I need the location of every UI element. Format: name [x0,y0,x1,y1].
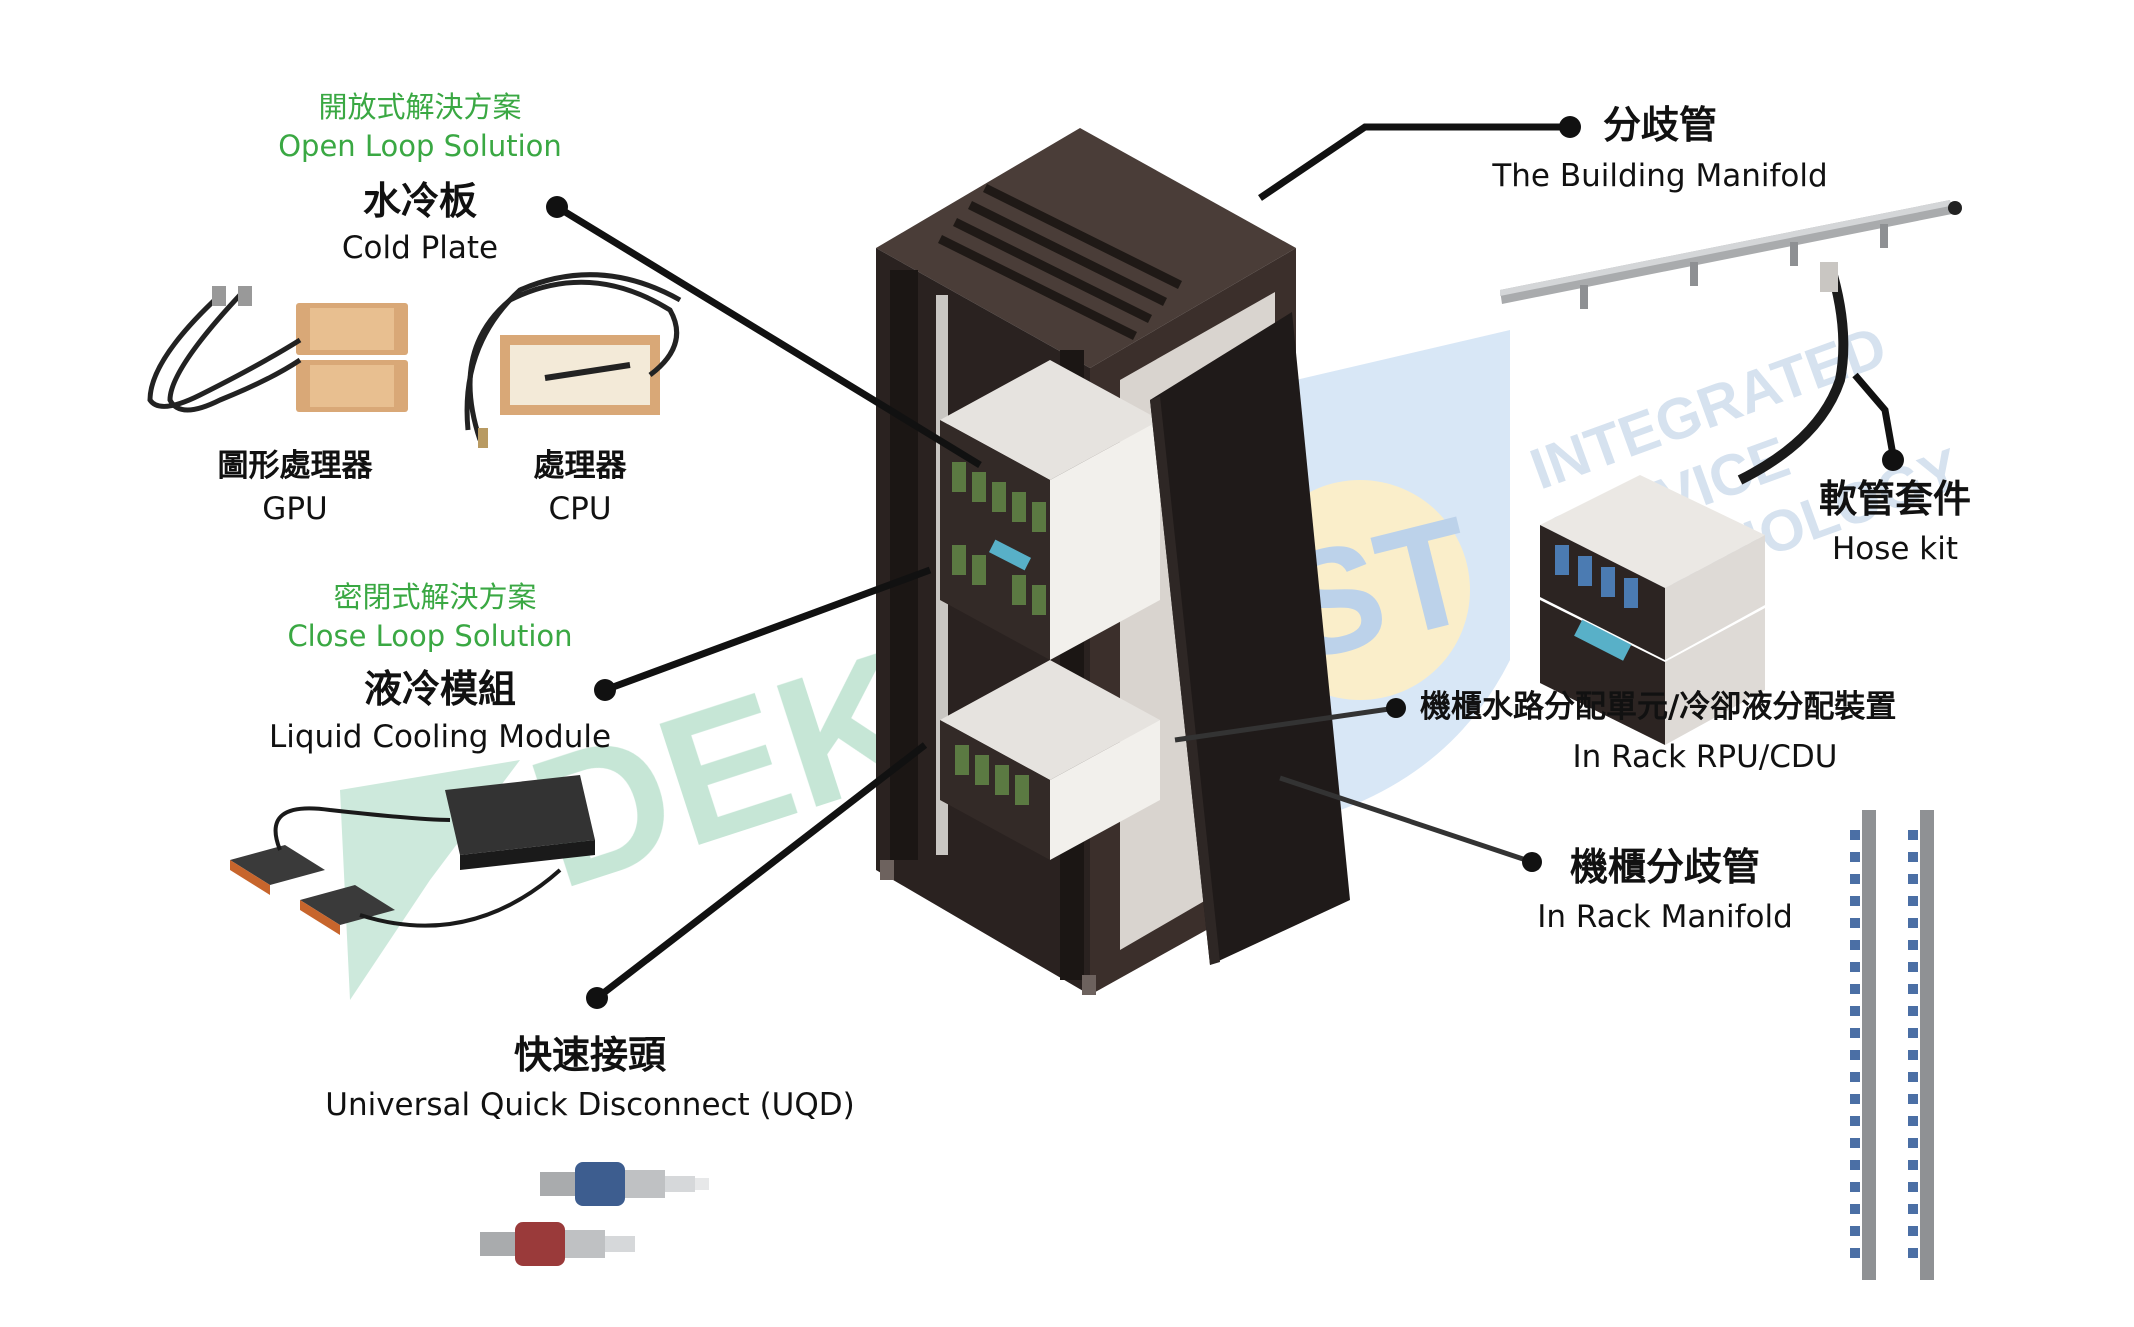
leader-lines [555,123,1897,1001]
manifold-port [1908,918,1918,928]
manifold-port [1908,1072,1918,1082]
manifold-port [1850,1050,1860,1060]
manifold-port [1850,1226,1860,1236]
manifold-port [1908,1182,1918,1192]
cold-plate-zh: 水冷板 [362,179,477,223]
manifold-port [1908,1160,1918,1170]
manifold-port [1850,962,1860,972]
manifold-port [1908,1116,1918,1126]
manifold-port [1850,1182,1860,1192]
rack-manifold-zh: 機櫃分歧管 [1569,845,1760,889]
manifold-port [1850,1204,1860,1214]
manifold-port [1908,1248,1918,1258]
manifold-port [1908,940,1918,950]
manifold-port [1908,852,1918,862]
manifold-port [1908,1028,1918,1038]
hose-kit-zh: 軟管套件 [1818,477,1971,521]
gpu-cold-plate [147,286,408,413]
building-manifold-en: The Building Manifold [1492,158,1828,194]
hose-line [1737,263,1849,485]
manifold-port [1908,1204,1918,1214]
manifold-port [1850,1160,1860,1170]
building-manifold-zh: 分歧管 [1602,103,1717,147]
cpu-cold-plate [464,272,682,448]
close-loop-zh: 密閉式解決方案 [333,580,537,614]
manifold-port [1850,1006,1860,1016]
cpu-zh: 處理器 [533,448,627,484]
gpu-en: GPU [262,491,328,527]
liquid-module-zh: 液冷模組 [363,667,516,711]
leader-building-manifold [1258,123,1570,201]
rpu-cdu-unit [1540,475,1765,745]
rack-servers [940,360,1160,860]
manifold-port [1850,984,1860,994]
manifold-port [1850,1138,1860,1148]
manifold-port [1908,962,1918,972]
manifold-port [1850,1094,1860,1104]
uqd-red-connector [480,1222,635,1266]
manifold-port [1908,874,1918,884]
manifold-port [1908,830,1918,840]
manifold-port [1850,874,1860,884]
manifold-port [1908,984,1918,994]
manifold-port [1908,896,1918,906]
hose-kit-en: Hose kit [1831,531,1959,567]
leader-rpu-cdu [1174,705,1397,743]
manifold-port [1850,940,1860,950]
rpu-cdu-en: In Rack RPU/CDU [1572,739,1838,775]
uqd-blue-connector [540,1162,709,1206]
manifold-port [1908,1138,1918,1148]
in-rack-manifold [1850,810,1934,1280]
manifold-port [1850,1248,1860,1258]
manifold-port [1850,830,1860,840]
cpu-en: CPU [548,491,612,527]
leader-hose-kit [1852,372,1897,456]
manifold-port [1850,1072,1860,1082]
manifold-port [1850,896,1860,906]
leader-rack-manifold [1279,775,1533,865]
manifold-port [1908,1226,1918,1236]
close-loop-en: Close Loop Solution [287,619,573,653]
uqd-zh: 快速接頭 [513,1033,666,1077]
leader-lines-gray [1174,705,1533,865]
gpu-zh: 圖形處理器 [217,448,373,484]
server-rack [876,128,1350,995]
manifold-port [1908,1094,1918,1104]
open-loop-en: Open Loop Solution [278,129,562,163]
manifold-port [1908,1006,1918,1016]
open-loop-zh: 開放式解決方案 [318,90,522,124]
manifold-port [1908,1050,1918,1060]
rack-manifold-en: In Rack Manifold [1537,899,1793,935]
hose-connector [1820,262,1838,292]
leader-dots [546,116,1904,1009]
leader-cold-plate [555,204,982,468]
manifold-port [1850,852,1860,862]
cold-plate-en: Cold Plate [341,230,499,266]
rpu-cdu-zh: 機櫃水路分配單元/冷卻液分配裝置 [1420,689,1897,725]
liquid-cooling-module [230,775,595,935]
liquid-module-en: Liquid Cooling Module [268,719,612,755]
building-manifold-pipe [1500,200,1962,309]
uqd-en: Universal Quick Disconnect (UQD) [325,1087,855,1123]
rack-top-vents [937,183,1183,341]
manifold-port [1850,1028,1860,1038]
leader-liquid-module [603,566,932,694]
manifold-port [1850,1116,1860,1126]
manifold-port [1850,918,1860,928]
leader-uqd [594,742,928,1001]
